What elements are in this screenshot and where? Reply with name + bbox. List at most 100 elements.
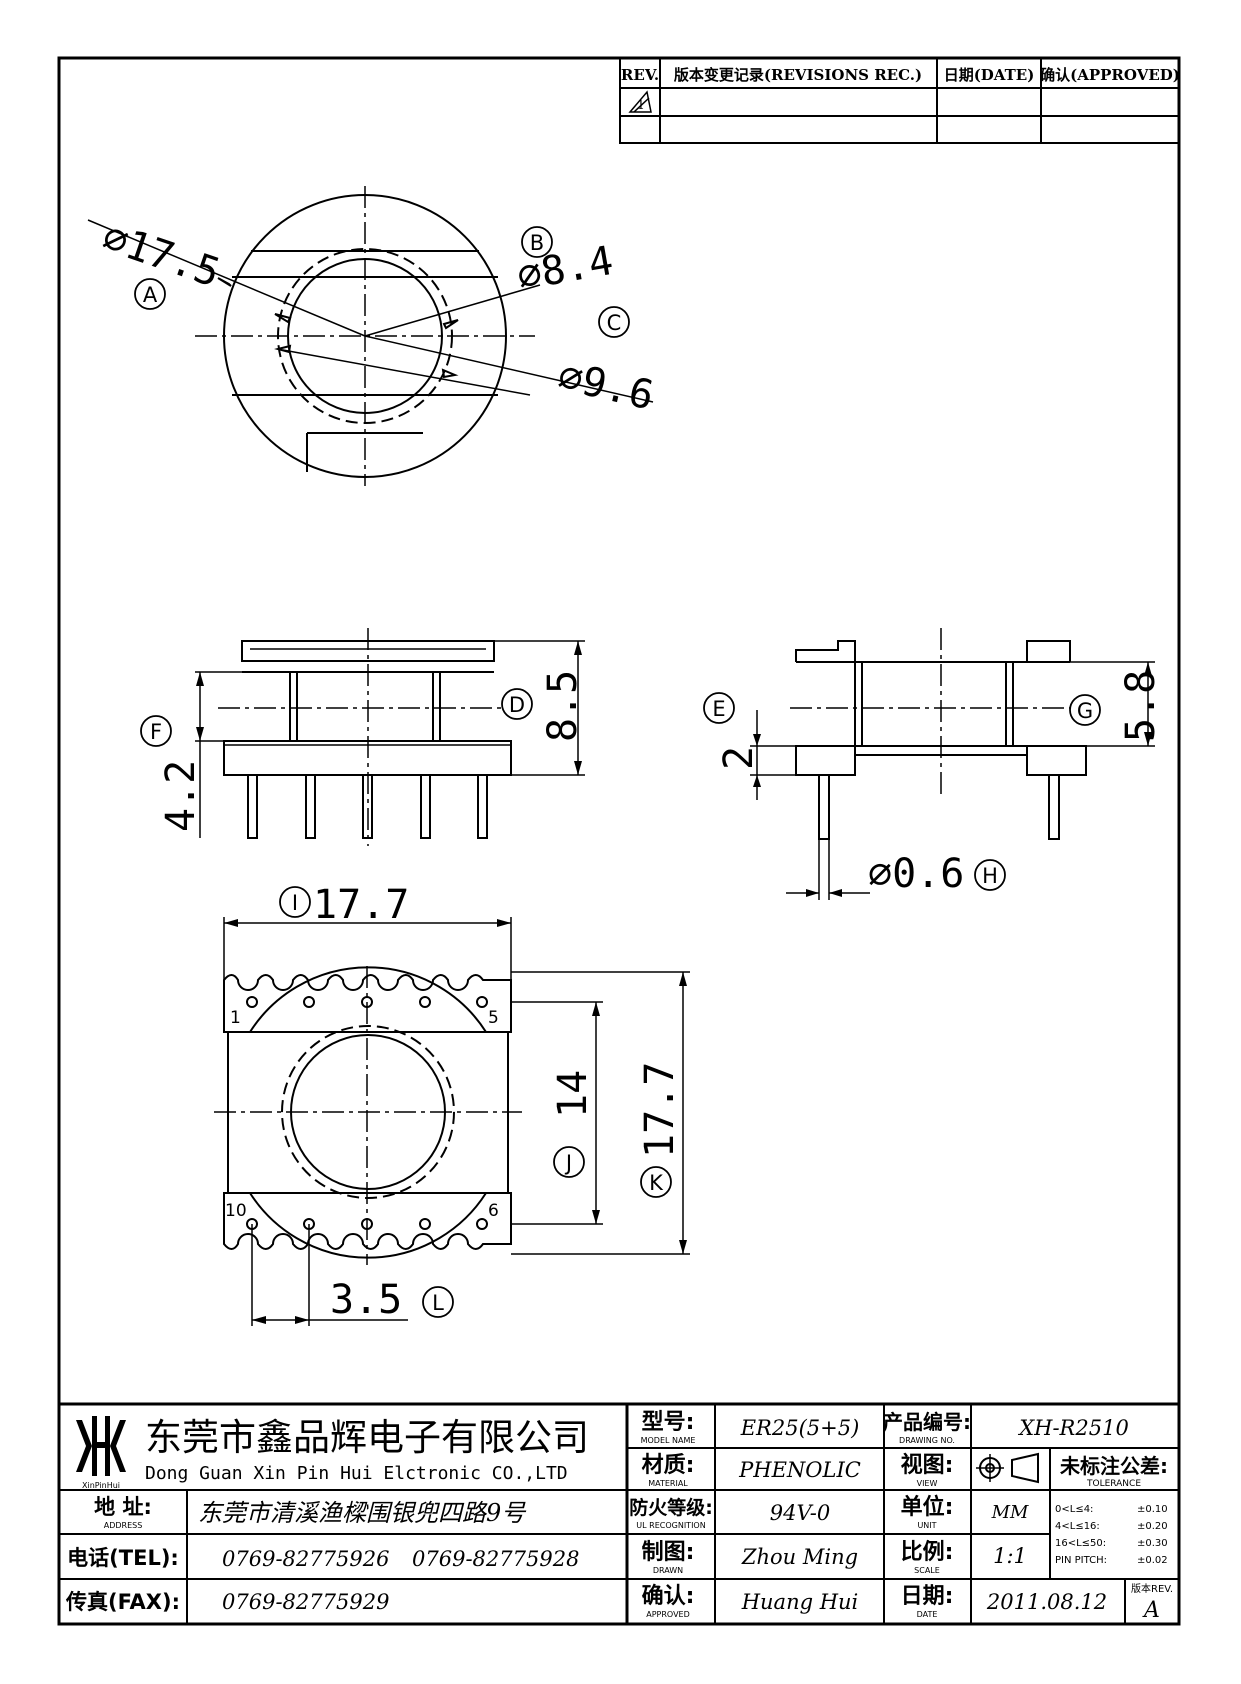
address-label: 地 址: — [94, 1495, 152, 1519]
callout-g: G — [1069, 694, 1101, 726]
dim-height-f: 4.2 — [158, 760, 204, 832]
pin — [477, 774, 488, 839]
top-view — [87, 186, 654, 486]
tolerance-value-4: ±0.02 — [1137, 1555, 1168, 1566]
approved-header: 确认(APPROVED) — [1040, 66, 1180, 84]
drawing-no-label: 产品编号: — [883, 1410, 971, 1434]
sheet-border — [57, 56, 1181, 1626]
company-logo — [76, 1416, 126, 1476]
callout-h: H — [974, 859, 1006, 891]
model-label: 型号: — [642, 1410, 695, 1435]
callout-j: J — [553, 1146, 585, 1178]
leader-a — [87, 219, 366, 337]
pin-hole — [419, 996, 431, 1008]
tel-label: 电话(TEL): — [67, 1546, 179, 1570]
approved-value: Huang Hui — [741, 1590, 859, 1614]
bottom-view — [214, 917, 690, 1326]
date-header: 日期(DATE) — [944, 66, 1035, 84]
rev-value: A — [1142, 1598, 1160, 1623]
pin-number-1: 1 — [230, 1008, 241, 1028]
projection-symbol-icon — [976, 1452, 1039, 1484]
dim-pitch-l: 3.5 — [330, 1277, 402, 1323]
pin-number-10: 10 — [225, 1201, 247, 1221]
pin-hole — [303, 996, 315, 1008]
leader-c — [364, 335, 654, 403]
unit-label-en: UNIT — [917, 1521, 936, 1530]
drawn-label-en: DRAWN — [653, 1566, 683, 1575]
dim-pin-dia-h: ⌀0.6 — [868, 851, 964, 897]
date-label: 日期: — [901, 1584, 954, 1609]
pin — [420, 774, 431, 839]
pin — [1048, 774, 1060, 840]
callout-l: L — [422, 1286, 454, 1318]
tolerance-label: 未标注公差: — [1060, 1454, 1168, 1478]
callout-e: E — [703, 692, 735, 724]
tolerance-range-1: 0<L≤4: — [1055, 1504, 1093, 1515]
dim-dia-c: ⌀9.6 — [554, 353, 658, 419]
address-value: 东莞市清溪渔樑围银兜四路9号 — [198, 1499, 527, 1527]
callout-c: C — [598, 306, 630, 338]
revisions-header: 版本变更记录(REVISIONS REC.) — [674, 66, 922, 84]
rev-label: 版本REV. — [1131, 1582, 1173, 1595]
top-pin-rail — [223, 974, 512, 1033]
svg-text:L: L — [432, 1291, 444, 1315]
fax-label: 传真(FAX): — [65, 1590, 180, 1614]
pin-number-5: 5 — [488, 1008, 499, 1028]
front-view — [195, 628, 585, 846]
tel-1: 0769-82775926 — [222, 1547, 389, 1571]
scale-label: 比例: — [901, 1540, 954, 1565]
fire-label-en: UL RECOGNITION — [636, 1521, 705, 1530]
revision-triangle-icon — [628, 90, 652, 113]
pin-hole — [476, 996, 488, 1008]
callout-d: D — [501, 688, 533, 720]
tolerance-range-4: PIN PITCH: — [1055, 1555, 1107, 1566]
date-value: 2011.08.12 — [986, 1590, 1107, 1614]
tolerance-value-2: ±0.20 — [1137, 1521, 1168, 1532]
view-label-en: VIEW — [917, 1479, 938, 1488]
pin — [247, 774, 258, 839]
material-label: 材质: — [642, 1453, 695, 1478]
pin — [305, 774, 316, 839]
fire-value: 94V-0 — [770, 1501, 830, 1525]
pin-hole — [246, 996, 258, 1008]
model-value: ER25(5+5) — [740, 1416, 860, 1440]
tolerance-range-2: 4<L≤16: — [1055, 1521, 1100, 1532]
pin — [818, 774, 830, 840]
svg-text:H: H — [982, 864, 998, 888]
drawn-label: 制图: — [642, 1540, 695, 1565]
dim-height-d: 8.5 — [540, 670, 586, 742]
callout-f: F — [140, 715, 172, 747]
svg-text:C: C — [607, 311, 622, 335]
material-value: PHENOLIC — [738, 1458, 861, 1482]
svg-text:K: K — [649, 1171, 664, 1195]
svg-text:D: D — [509, 693, 525, 717]
tolerance-range-3: 16<L≤50: — [1055, 1538, 1106, 1549]
scale-value: 1:1 — [993, 1544, 1027, 1568]
callout-k: K — [640, 1166, 672, 1198]
drawing-no-value: XH-R2510 — [1017, 1416, 1129, 1440]
drawing-no-label-en: DRAWING NO. — [899, 1436, 955, 1445]
side-view — [750, 628, 1155, 900]
pin-hole — [476, 1218, 488, 1230]
callout-a: A — [134, 278, 166, 310]
company-name-en: Dong Guan Xin Pin Hui Elctronic CO.,LTD — [145, 1463, 568, 1484]
dim-width-i: 17.7 — [313, 882, 409, 928]
rev-mark: 1 — [637, 98, 645, 112]
bottom-pin-rail — [223, 1192, 512, 1250]
unit-value: MM — [991, 1502, 1029, 1523]
dim-height-k: 17.7 — [637, 1062, 683, 1158]
approved-label-en: APPROVED — [646, 1610, 690, 1619]
view-label: 视图: — [901, 1452, 954, 1478]
tel-2: 0769-82775928 — [412, 1547, 579, 1571]
svg-text:G: G — [1077, 699, 1093, 723]
material-label-en: MATERIAL — [648, 1479, 688, 1488]
pin-hole — [419, 1218, 431, 1230]
tolerance-value-1: ±0.10 — [1137, 1504, 1168, 1515]
svg-text:F: F — [150, 720, 162, 744]
drawn-value: Zhou Ming — [741, 1545, 858, 1569]
pin-number-6: 6 — [488, 1201, 499, 1221]
address-label-en: ADDRESS — [104, 1521, 143, 1530]
title-block — [59, 1402, 1179, 1624]
tolerance-label-en: TOLERANCE — [1086, 1479, 1141, 1489]
